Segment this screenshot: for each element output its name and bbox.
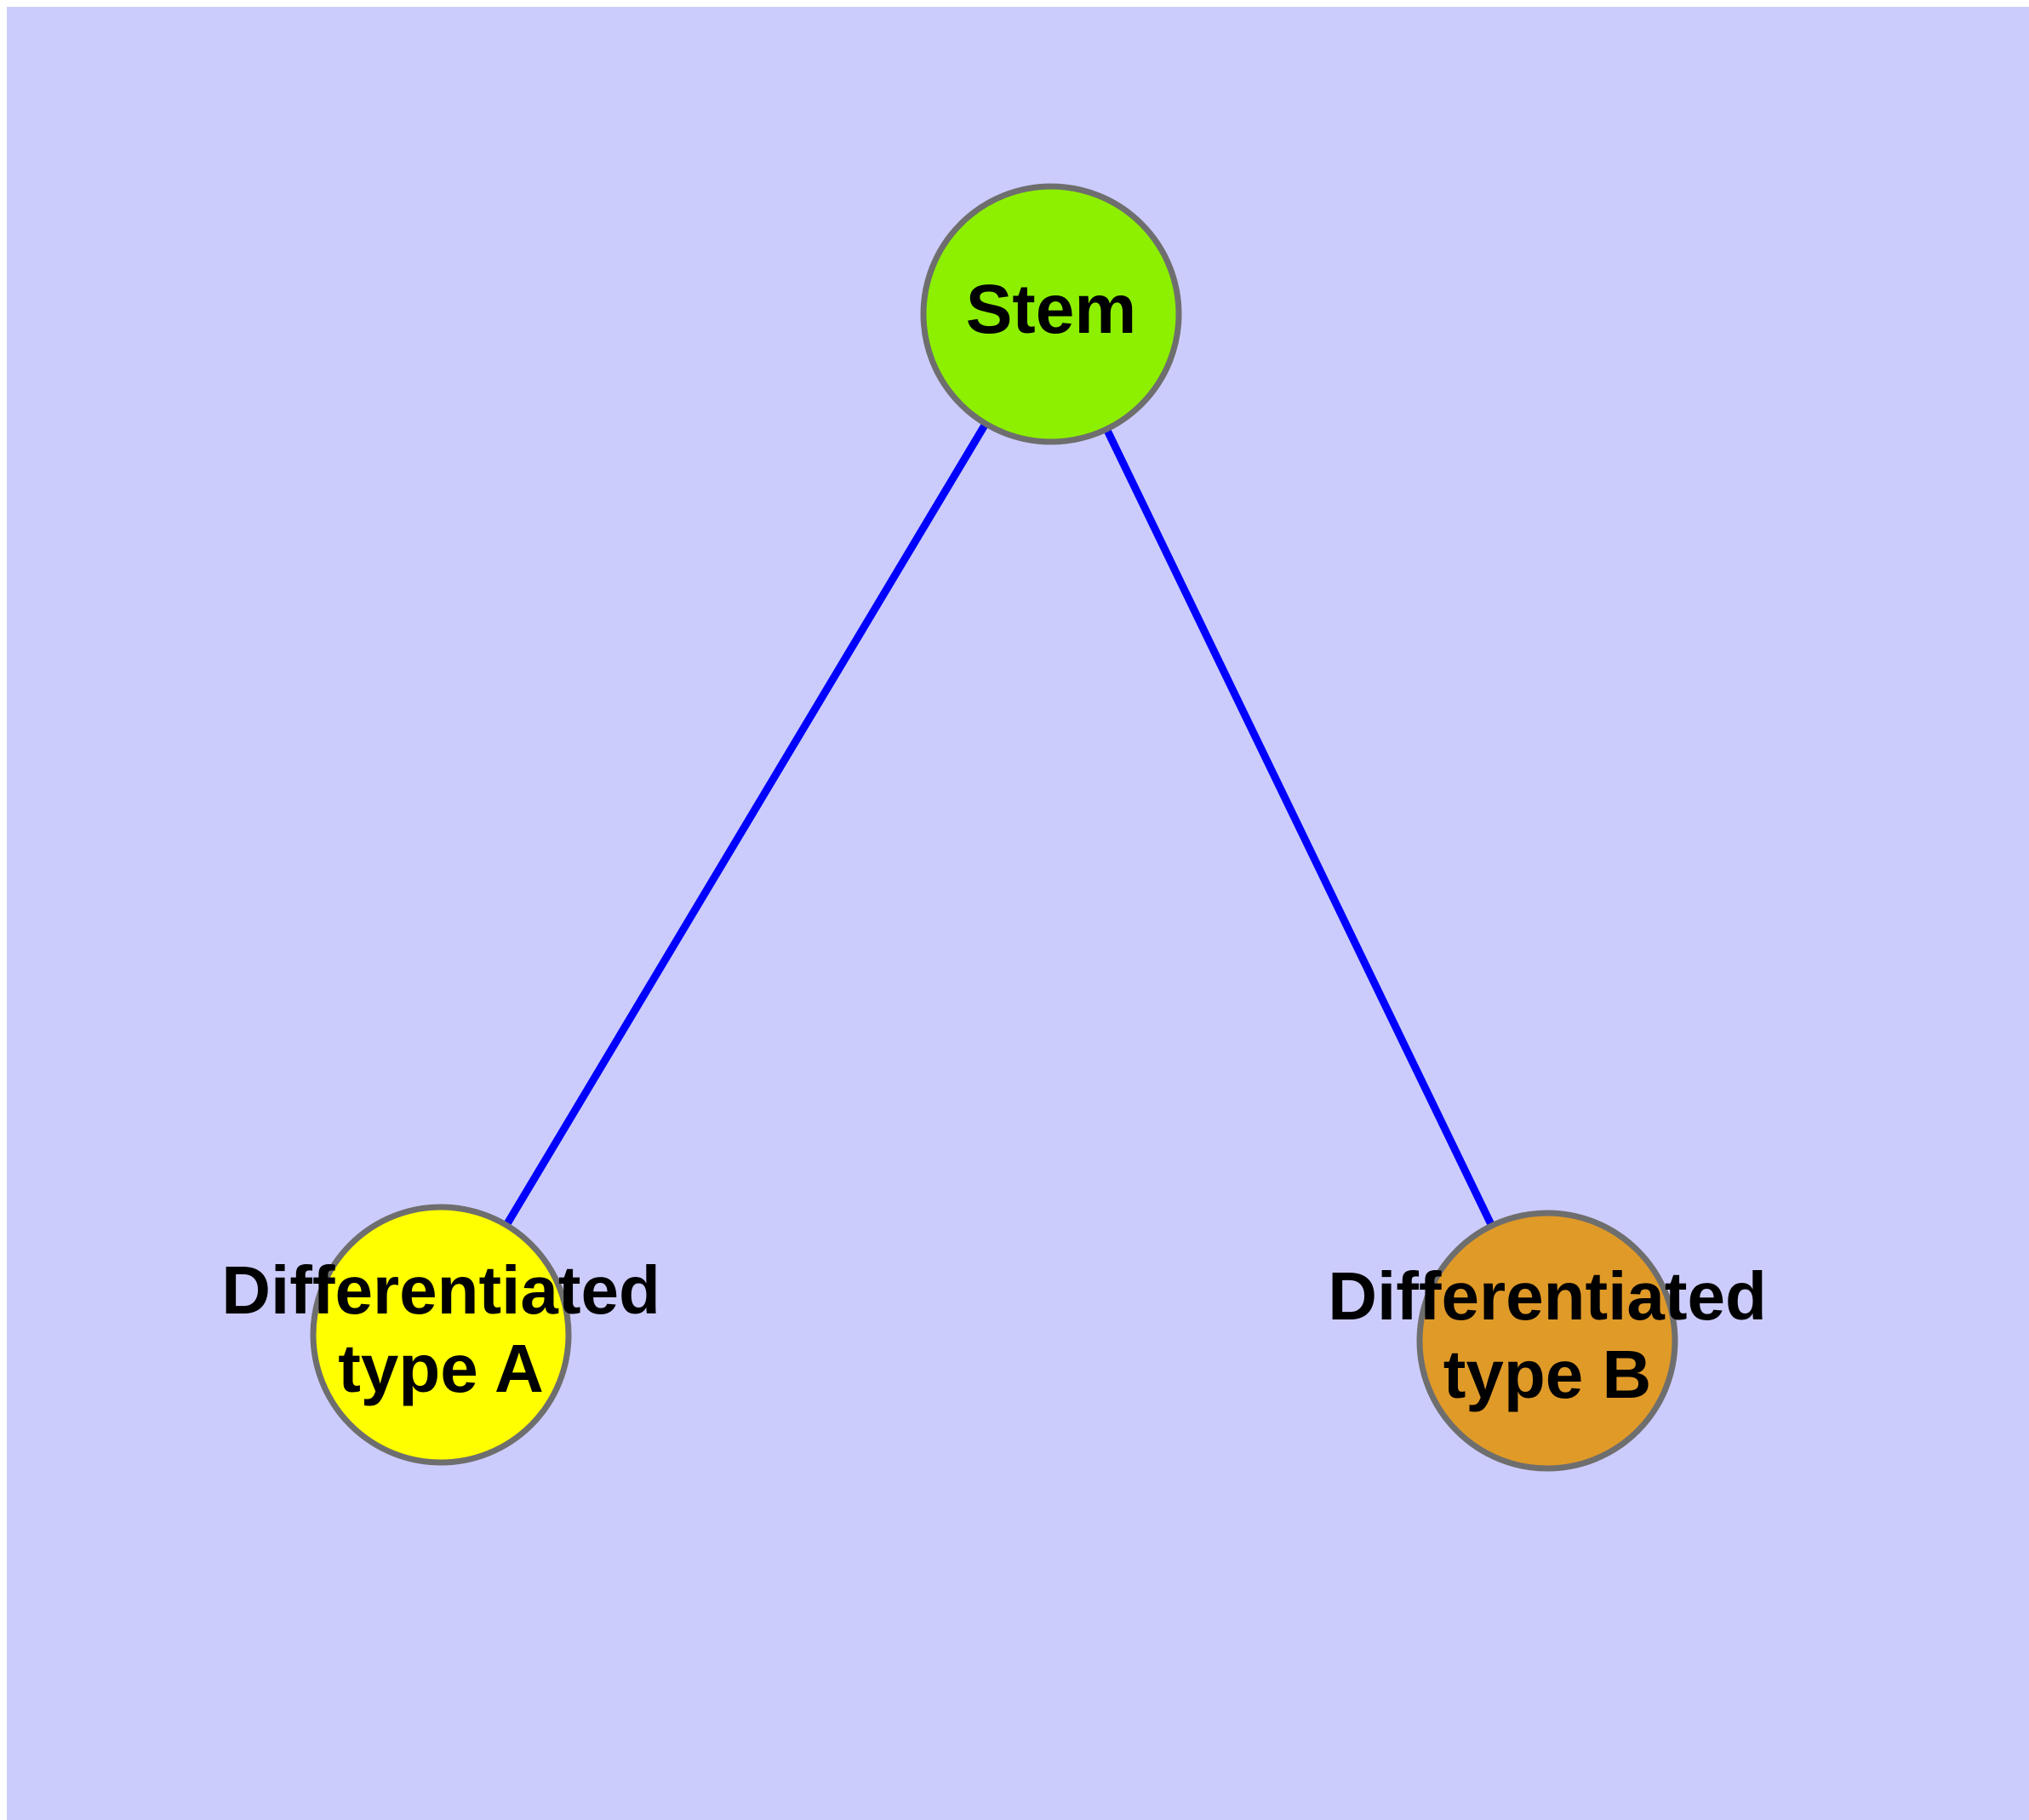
graph-edge-stem-to-b	[1047, 312, 1552, 1342]
node-label-line: type B	[1443, 1336, 1652, 1412]
graph-edge-stem-to-a	[437, 312, 1055, 1337]
graph-node-diff_b[interactable]	[1416, 1210, 1678, 1472]
node-label-line: Differentiated	[1328, 1258, 1767, 1334]
edges-group	[437, 312, 1552, 1342]
node-label-line: Stem	[966, 271, 1137, 348]
node-label-stem: Stem	[966, 271, 1137, 348]
graph-node-diff_a[interactable]	[310, 1204, 572, 1466]
node-label-line: type A	[338, 1331, 544, 1406]
node-label-line: Differentiated	[221, 1252, 660, 1328]
nodes-group	[310, 183, 1678, 1472]
graph-node-stem[interactable]	[920, 183, 1182, 445]
